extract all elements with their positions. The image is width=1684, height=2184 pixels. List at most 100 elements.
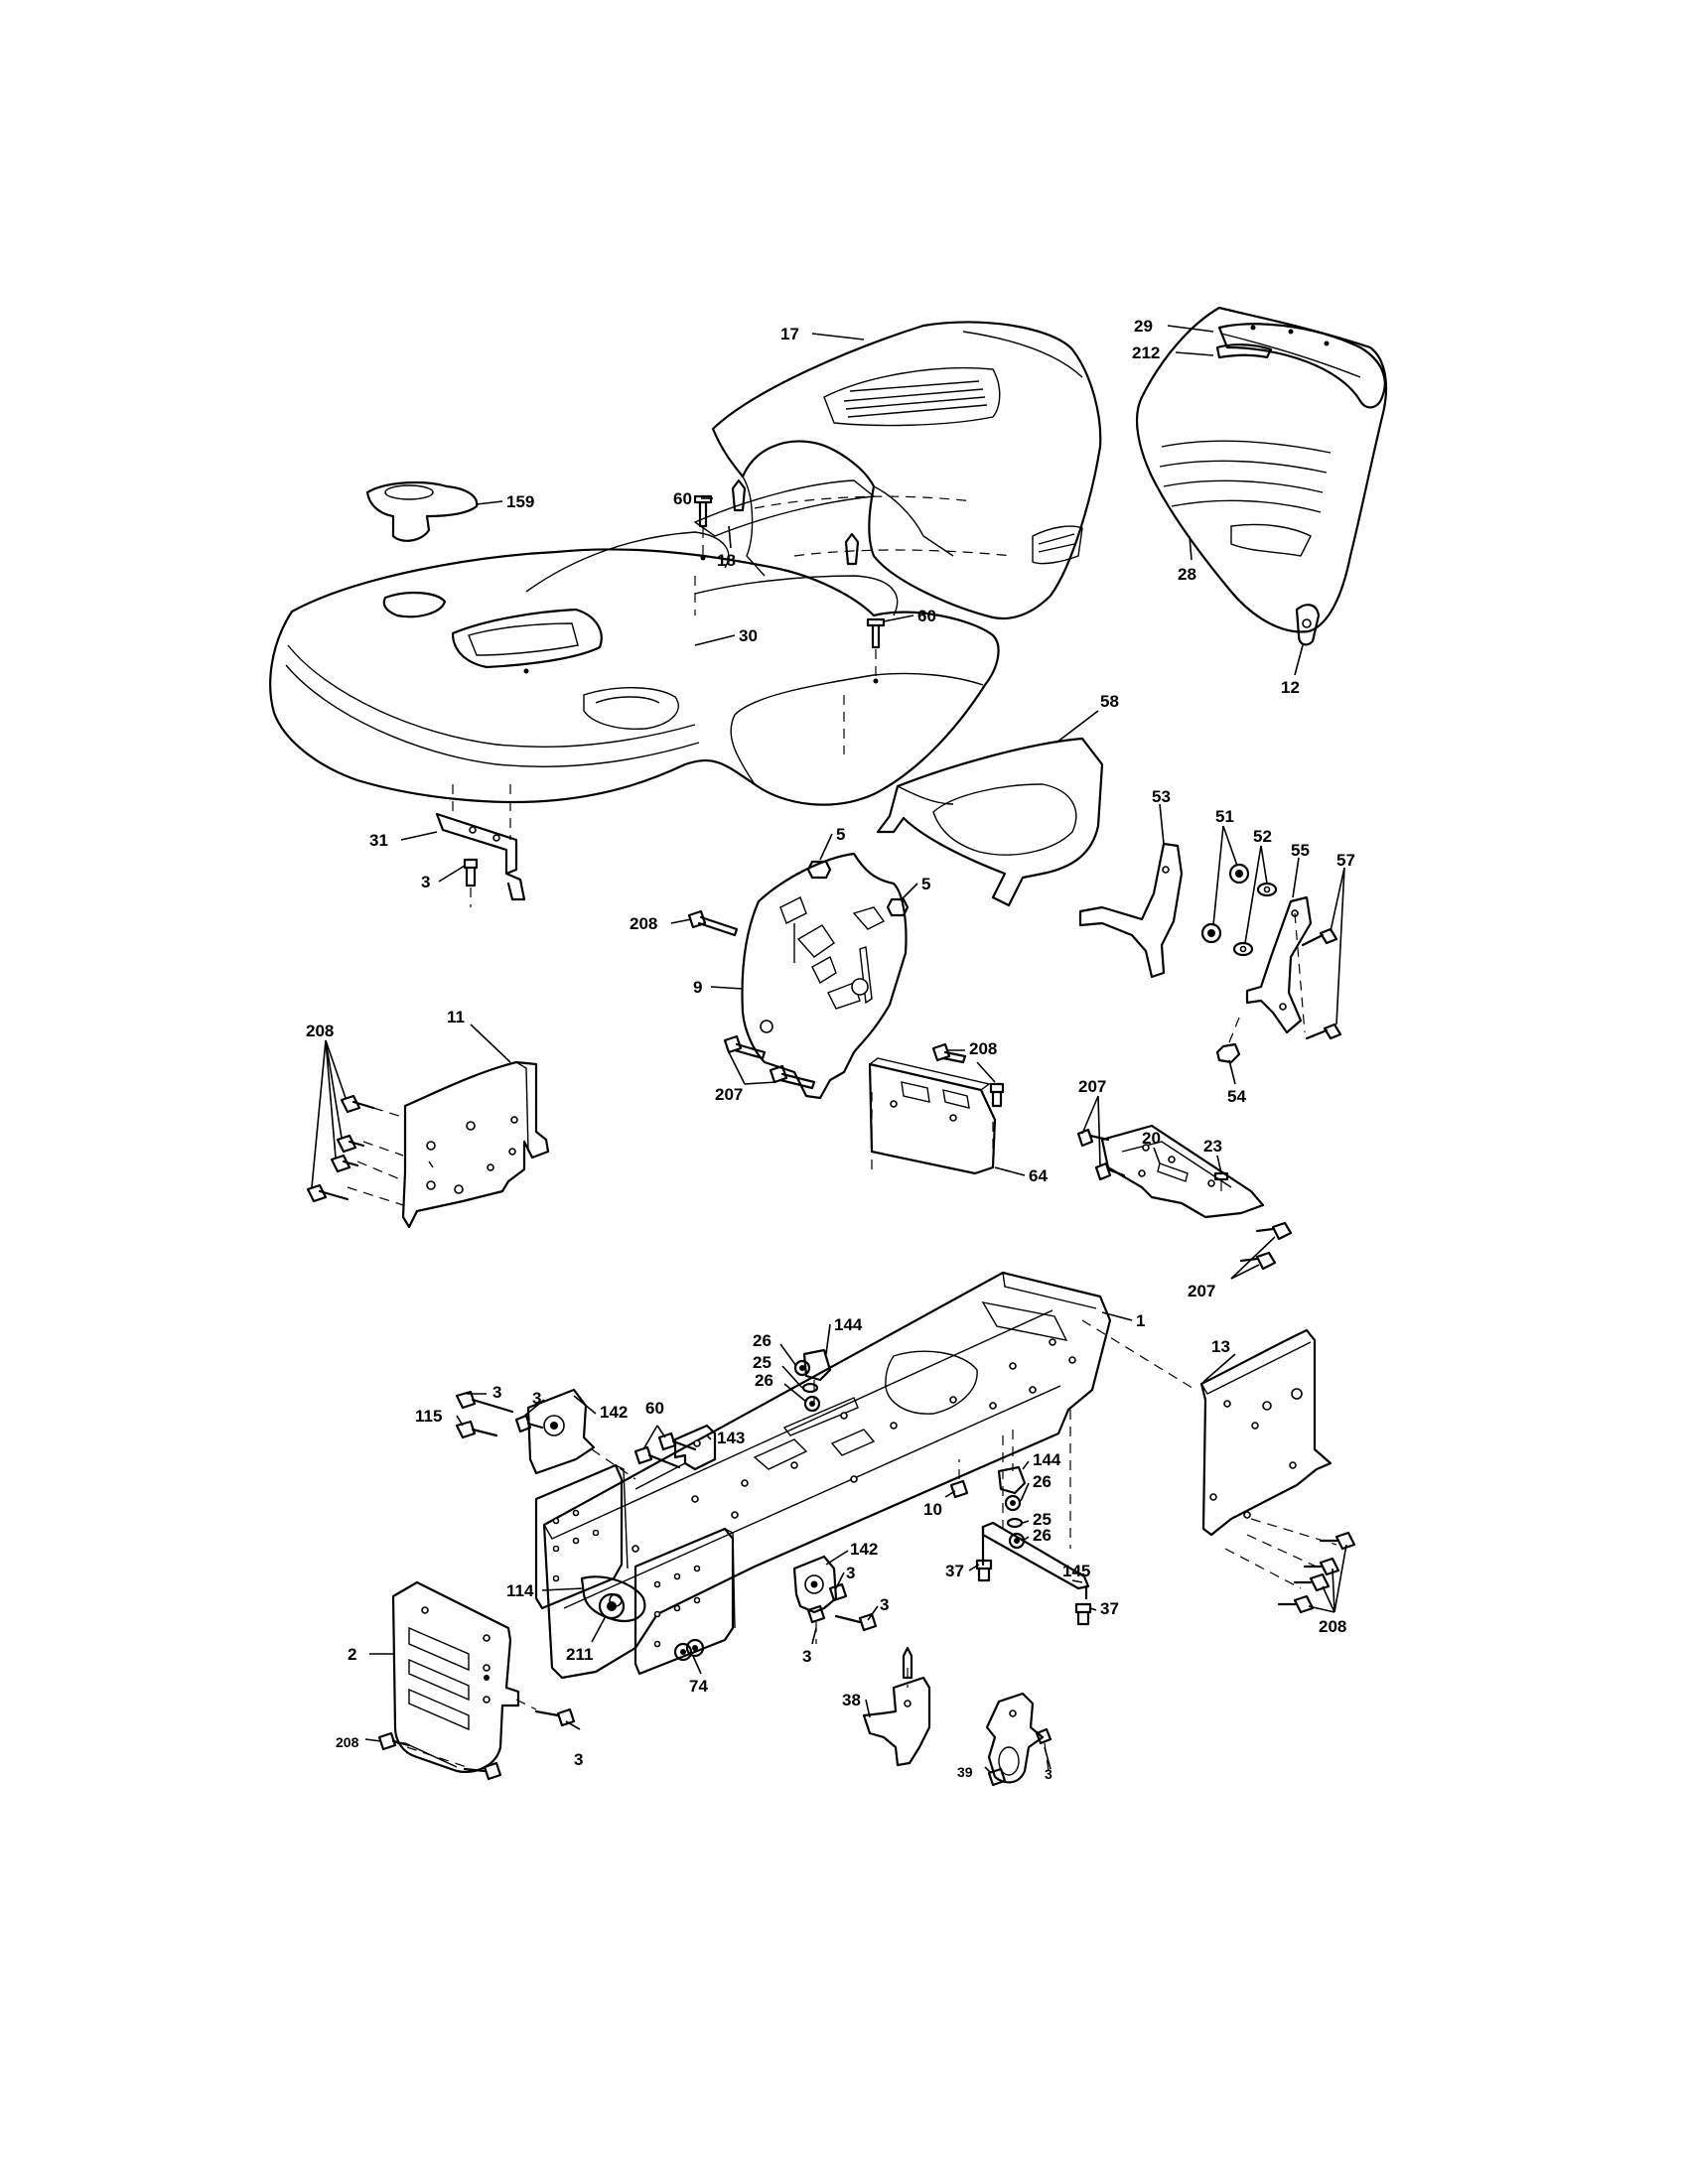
callout-207-dash: 207 [715, 1085, 743, 1104]
callout-3-f: 3 [802, 1647, 811, 1666]
callout-58: 58 [1100, 692, 1119, 711]
callout-3-e: 3 [880, 1595, 889, 1614]
floor-pan-58 [876, 737, 1104, 907]
callout-labels: 29 212 17 159 60 18 28 60 30 12 58 31 3 … [306, 317, 1355, 1782]
callout-26-b: 26 [755, 1371, 773, 1390]
bolts-3-115-left [455, 1390, 544, 1439]
nut-51-lower [1200, 922, 1222, 944]
bolt-3-front [515, 1699, 576, 1727]
callout-18: 18 [717, 551, 736, 570]
callout-208-front: 208 [336, 1734, 359, 1750]
callout-3-g: 3 [1045, 1766, 1052, 1782]
callout-74: 74 [689, 1677, 708, 1696]
bracket-64 [868, 1057, 997, 1175]
callout-11: 11 [447, 1008, 465, 1026]
callout-60-frame: 60 [645, 1399, 664, 1418]
bolt-23 [1213, 1171, 1229, 1191]
front-grille [1136, 306, 1388, 633]
nuts-26-25-upper [793, 1359, 821, 1413]
fender [269, 531, 1000, 806]
bolt-60-upper [693, 494, 713, 561]
callout-37-upper: 37 [945, 1562, 964, 1580]
screw-207-dash [723, 1034, 816, 1090]
screw-39-small [987, 1767, 1007, 1787]
callout-60-upper: 60 [673, 489, 692, 508]
callout-212: 212 [1132, 343, 1160, 362]
bracket-39 [985, 1692, 1045, 1784]
grille-trim [1217, 323, 1386, 409]
screws-208-side-left [306, 1094, 375, 1203]
nut-5-a [806, 860, 832, 880]
callout-144-lower: 144 [1033, 1450, 1061, 1469]
callout-25-b: 25 [1033, 1510, 1052, 1529]
callout-115: 115 [415, 1407, 442, 1426]
axle-bracket-142-right [792, 1555, 838, 1614]
main-frame-1 [542, 1271, 1196, 1680]
callout-142-right: 142 [850, 1540, 878, 1559]
callout-57: 57 [1336, 851, 1355, 870]
screw-57 [1294, 912, 1342, 1040]
callout-64: 64 [1029, 1166, 1048, 1185]
callout-208-side-left: 208 [306, 1022, 334, 1040]
callout-5-a: 5 [836, 825, 845, 844]
hood-bracket-12 [1295, 604, 1321, 646]
callout-207-plate-right: 207 [1188, 1282, 1215, 1300]
grille-insert [1215, 343, 1273, 359]
bolt-60-lower [866, 617, 886, 684]
front-plate-2 [391, 1580, 520, 1773]
bracket-55 [1245, 895, 1313, 1034]
axle-bracket-142-left [526, 1388, 636, 1480]
callout-208-bracket: 208 [969, 1039, 997, 1058]
plate-20 [1100, 1124, 1265, 1219]
side-panel-13 [1199, 1328, 1337, 1589]
callout-25-a: 25 [753, 1353, 772, 1372]
bracket-144-lower [997, 1430, 1027, 1495]
nut-211 [598, 1592, 626, 1620]
callout-3-bracket: 3 [421, 873, 430, 891]
screw-207-plate-right [1239, 1221, 1293, 1271]
callout-26-d: 26 [1033, 1526, 1052, 1545]
callout-142-left: 142 [600, 1403, 628, 1422]
bracket-38 [862, 1646, 931, 1767]
callout-53: 53 [1152, 787, 1171, 806]
callout-20: 20 [1142, 1129, 1161, 1148]
nut-54 [1215, 1012, 1242, 1064]
callout-5-b: 5 [921, 875, 930, 893]
callout-37-lower: 37 [1100, 1599, 1119, 1618]
bracket-143 [634, 1424, 717, 1490]
callout-211: 211 [566, 1645, 593, 1664]
dash-panel-9 [741, 852, 908, 1100]
nut-74 [673, 1638, 705, 1662]
callout-145: 145 [1062, 1562, 1090, 1580]
callout-52: 52 [1253, 827, 1272, 846]
callout-10: 10 [923, 1500, 942, 1519]
callout-208-dash: 208 [630, 914, 657, 933]
cup-holder-159 [365, 480, 479, 542]
front-frame-plate [534, 1463, 629, 1610]
callout-2: 2 [348, 1645, 356, 1664]
rear-frame-plate [633, 1527, 736, 1676]
callout-51: 51 [1215, 807, 1234, 826]
callout-26-a: 26 [753, 1331, 772, 1350]
callout-3-d: 3 [846, 1564, 855, 1582]
callout-12: 12 [1281, 678, 1300, 697]
nut-51-upper [1228, 863, 1250, 885]
hood-pivot-18 [693, 478, 876, 566]
callout-9: 9 [693, 978, 702, 997]
bracket-53 [1078, 842, 1184, 979]
callout-114: 114 [506, 1581, 534, 1600]
body-bracket-31 [435, 784, 526, 901]
leader-lines [311, 325, 1347, 1774]
callout-1: 1 [1136, 1311, 1145, 1330]
callout-23: 23 [1203, 1137, 1222, 1156]
callout-3-b: 3 [492, 1383, 501, 1402]
callout-55: 55 [1291, 841, 1310, 860]
tie-rod-145 [981, 1521, 1090, 1600]
callout-31: 31 [369, 831, 388, 850]
callout-60-lower: 60 [917, 607, 936, 625]
bolts-3-right [806, 1582, 878, 1644]
nut-5-b [886, 897, 910, 917]
screw-208-dash [687, 909, 739, 937]
callout-28: 28 [1178, 565, 1196, 584]
